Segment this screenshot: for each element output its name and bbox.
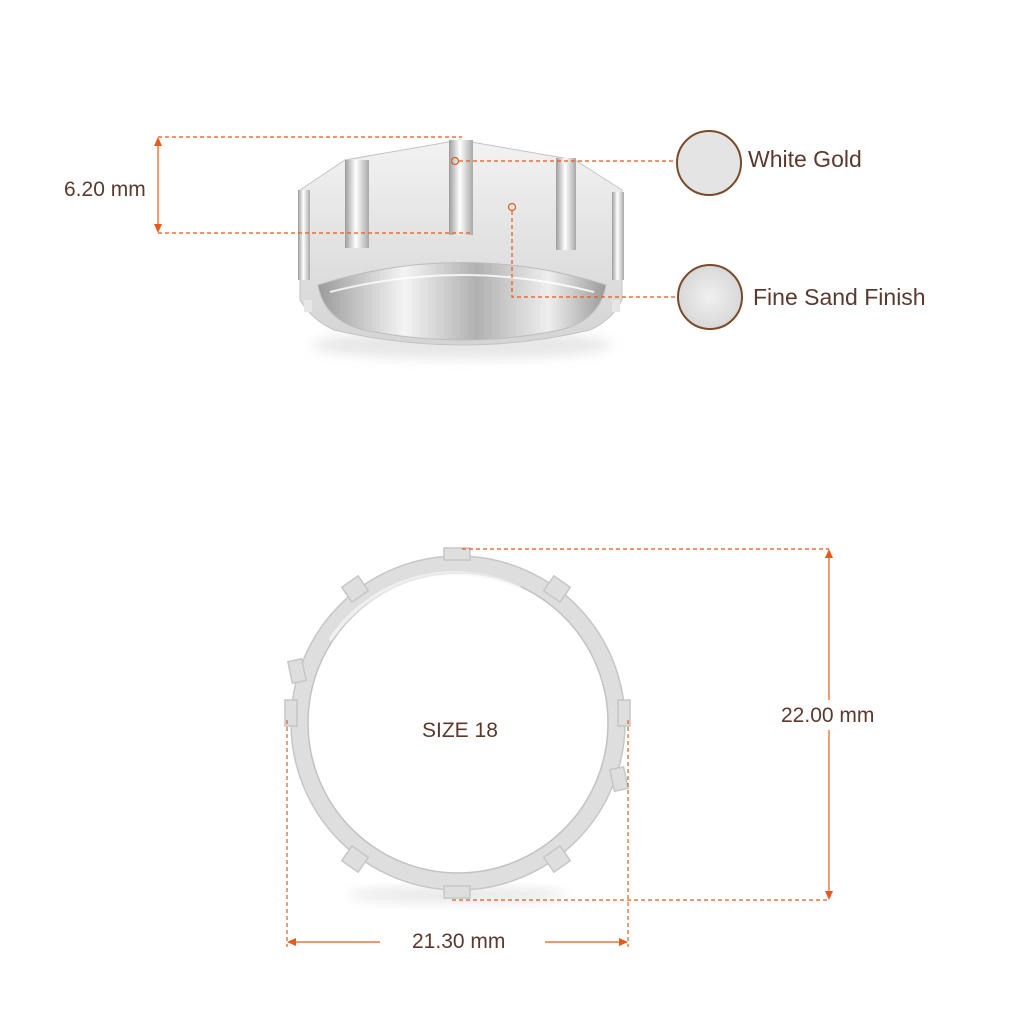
material-label-sand-finish: Fine Sand Finish	[753, 284, 926, 310]
ring-tooth	[340, 574, 370, 604]
width-label: 21.30 mm	[412, 930, 506, 953]
ring-tooth	[443, 885, 471, 899]
ring-tooth	[542, 574, 572, 604]
ring-tooth	[340, 844, 370, 874]
sand-finish-callout	[507, 202, 677, 298]
band-width-label: 6.20 mm	[64, 178, 146, 201]
polished-groove	[345, 160, 369, 248]
width-dimension	[286, 720, 629, 947]
ring-tooth	[608, 765, 630, 793]
ring-inner-surface	[317, 262, 607, 341]
white-gold-swatch	[676, 130, 742, 196]
size-label: SIZE 18	[422, 719, 498, 742]
polished-groove	[612, 192, 624, 280]
material-label-white-gold: White Gold	[748, 146, 862, 172]
ring-side-view	[298, 139, 624, 359]
ring-tooth	[542, 844, 572, 874]
polished-groove	[556, 158, 576, 250]
height-label: 22.00 mm	[781, 704, 875, 727]
polished-groove	[449, 140, 473, 235]
ring-tooth	[617, 699, 631, 727]
sand-finish-swatch	[677, 264, 743, 330]
ring-tooth	[286, 657, 308, 685]
white-gold-callout	[450, 156, 676, 166]
ring-tooth	[443, 547, 471, 561]
band-width-dimension	[154, 136, 470, 234]
ring-tooth	[284, 699, 298, 727]
height-dimension	[452, 548, 833, 901]
ring-front-view	[284, 547, 631, 903]
polished-groove	[298, 190, 310, 280]
